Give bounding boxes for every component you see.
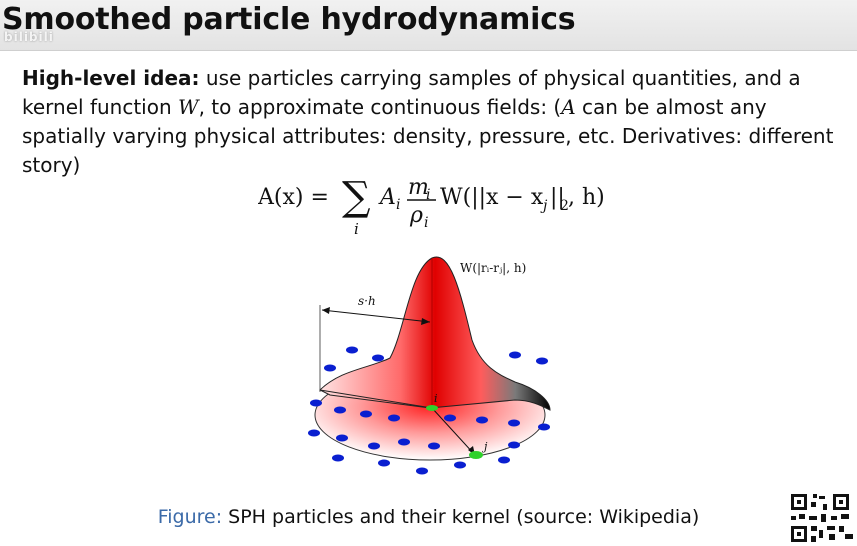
body-paragraph: High-level idea: use particles carrying … xyxy=(22,64,847,180)
caption-label: Figure: xyxy=(157,506,223,528)
formula-kernel: W(||x − x xyxy=(440,185,544,210)
qr-code xyxy=(789,492,857,546)
formula-a-sub: i xyxy=(396,197,400,213)
neighbor-particle xyxy=(469,451,483,459)
radius-arrow-head-left xyxy=(322,307,330,314)
radius-line xyxy=(319,389,433,409)
sph-formula: A(x) = ∑ i A i m i ρ i W(||x − x j || 2 … xyxy=(258,174,605,238)
formula-denominator: ρ xyxy=(409,203,423,228)
neighbor-vector xyxy=(431,407,476,456)
lead-text: High-level idea: xyxy=(22,66,200,90)
attribute-variable: A xyxy=(561,95,576,119)
caption-text: SPH particles and their kernel (source: … xyxy=(222,506,700,528)
particle-cloud xyxy=(308,346,550,475)
kernel-variable: W xyxy=(178,95,199,119)
slide-title: Smoothed particle hydrodynamics xyxy=(2,2,576,37)
formula-tail: , h) xyxy=(568,185,605,210)
center-particle xyxy=(426,405,438,411)
formula-norm: || xyxy=(550,185,565,210)
body-segment-2: , to approximate continuous fields: ( xyxy=(198,95,562,119)
kernel-label: W(|rᵢ-rⱼ|, h) xyxy=(460,261,526,275)
formula-kernel-sub: j xyxy=(540,198,548,214)
figure-caption: Figure: SPH particles and their kernel (… xyxy=(0,506,857,528)
radius-arrow xyxy=(321,309,431,323)
watermark: bilibili xyxy=(4,30,54,44)
formula-numerator-sub: i xyxy=(426,187,430,203)
neighbor-label: j xyxy=(481,440,488,453)
sph-kernel-figure: s·h W(|rᵢ-rⱼ|, h) i j xyxy=(308,256,551,475)
formula-a: A xyxy=(378,185,396,210)
slide-title-bar: Smoothed particle hydrodynamics bilibili xyxy=(0,0,857,51)
body-segment-3: can be almost any spatially varying phys… xyxy=(22,95,834,177)
formula-norm-sub: 2 xyxy=(560,198,569,214)
radius-label: s·h xyxy=(358,294,376,308)
radius-arrow-head-right xyxy=(421,318,430,325)
body-segment-1: use particles carrying samples of physic… xyxy=(22,66,801,119)
formula-denominator-sub: i xyxy=(424,215,428,231)
formula-sum-symbol: ∑ xyxy=(342,174,371,220)
formula-sum-index: i xyxy=(354,220,359,238)
formula-lhs: A(x) = xyxy=(258,185,329,210)
kernel-bell-surface xyxy=(319,256,551,411)
center-label: i xyxy=(434,392,438,405)
formula-numerator: m xyxy=(408,175,429,200)
